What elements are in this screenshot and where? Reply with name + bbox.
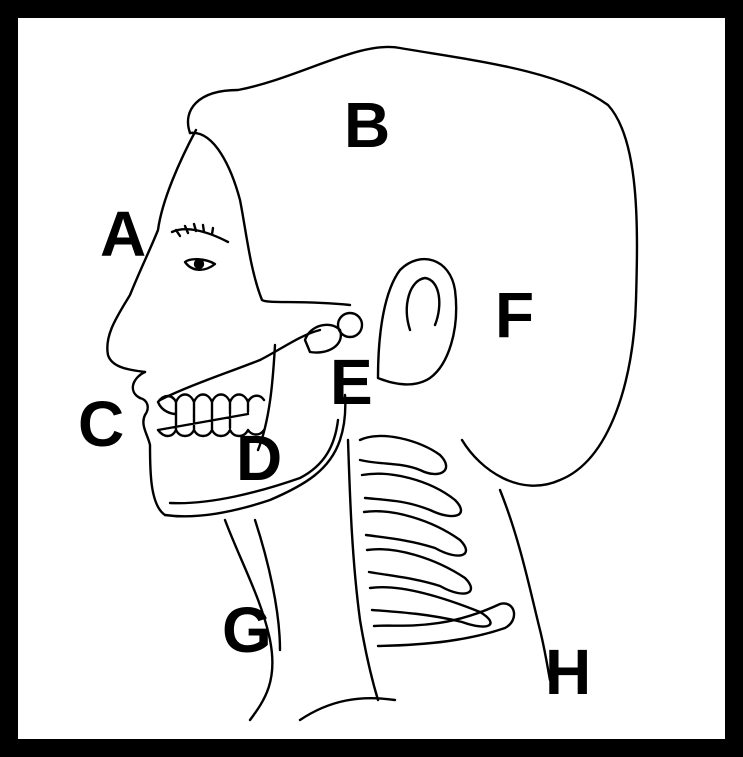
maxilla — [160, 330, 320, 400]
eye-pupil — [195, 260, 203, 268]
brow-line — [190, 133, 350, 305]
skull-outline — [188, 47, 637, 486]
neck-shoulder — [300, 698, 395, 720]
label-c: C — [78, 392, 124, 456]
nose — [133, 372, 145, 398]
ear-outer — [378, 259, 456, 384]
upper-lip — [140, 398, 148, 415]
vertebra-1 — [360, 436, 446, 474]
label-f: F — [495, 283, 534, 347]
label-d: D — [236, 426, 282, 490]
label-a: A — [100, 202, 146, 266]
upper-teeth — [158, 395, 264, 417]
label-e: E — [330, 350, 373, 414]
label-b: B — [344, 93, 390, 157]
label-g: G — [222, 598, 272, 662]
ear-inner — [407, 278, 439, 330]
cervical-spine-anterior — [348, 440, 378, 700]
vertebra-6 — [374, 603, 514, 646]
vertebra-5 — [370, 587, 490, 626]
neck-back — [500, 490, 550, 680]
vertebra-2 — [362, 474, 461, 516]
articular-disc — [338, 313, 362, 337]
label-h: H — [545, 640, 591, 704]
